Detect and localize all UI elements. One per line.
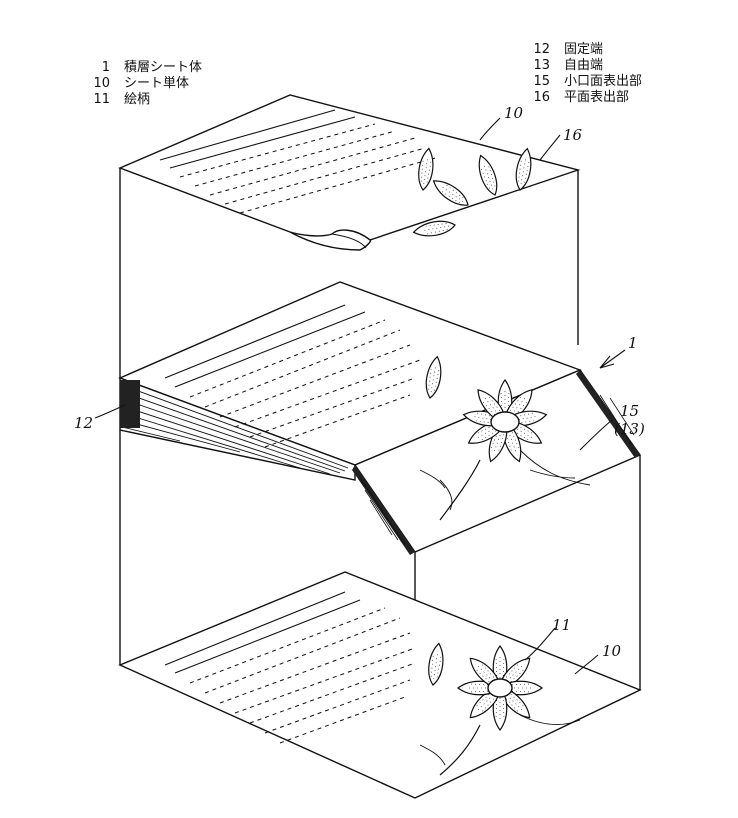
legend-label: シート単体 bbox=[124, 76, 190, 91]
legend-entry: 16 平面表出部 bbox=[520, 90, 642, 106]
callout-bottom-sheet: 10 bbox=[602, 642, 622, 660]
callout-fixed-end: 12 bbox=[74, 414, 94, 432]
legend-entry: 1 積層シート体 bbox=[80, 60, 202, 76]
stack-flower bbox=[419, 354, 591, 521]
legend-label: 絵柄 bbox=[124, 92, 151, 107]
callout-free-end: (13) bbox=[614, 420, 645, 438]
legend-right: 12 固定端 13 自由端 15 小口面表出部 16 平面表出部 bbox=[520, 42, 642, 106]
bottom-sheet-flower bbox=[419, 641, 581, 776]
callout-top-exposed: 16 bbox=[563, 126, 583, 144]
legend-entry: 11 絵柄 bbox=[80, 92, 202, 108]
legend-entry: 12 固定端 bbox=[520, 42, 642, 58]
leader-lines bbox=[94, 117, 626, 675]
bottom-sheet bbox=[118, 571, 642, 799]
legend-label: 小口面表出部 bbox=[564, 74, 643, 89]
legend-number: 1 bbox=[101, 60, 110, 75]
legend-entry: 15 小口面表出部 bbox=[520, 74, 642, 90]
legend-entry: 13 自由端 bbox=[520, 58, 642, 74]
legend-label: 固定端 bbox=[564, 42, 604, 57]
legend-label: 平面表出部 bbox=[564, 90, 630, 105]
top-sheet bbox=[118, 94, 581, 378]
callout-edge-exposed: 15 bbox=[620, 402, 640, 420]
callout-top-sheet: 10 bbox=[504, 104, 524, 122]
legend-number: 11 bbox=[93, 92, 110, 107]
legend-number: 15 bbox=[533, 74, 550, 89]
legend-number: 10 bbox=[93, 76, 110, 91]
legend-label: 積層シート体 bbox=[124, 60, 203, 75]
legend-label: 自由端 bbox=[564, 58, 604, 73]
legend-entry: 10 シート単体 bbox=[80, 76, 202, 92]
legend-number: 16 bbox=[533, 90, 550, 105]
callout-assembly: 1 bbox=[628, 334, 638, 352]
callout-pattern: 11 bbox=[552, 616, 572, 634]
stacked-sheet-body bbox=[118, 281, 642, 798]
legend-number: 12 bbox=[533, 42, 550, 57]
legend-left: 1 積層シート体 10 シート単体 11 絵柄 bbox=[80, 60, 202, 108]
legend-number: 13 bbox=[533, 58, 550, 73]
